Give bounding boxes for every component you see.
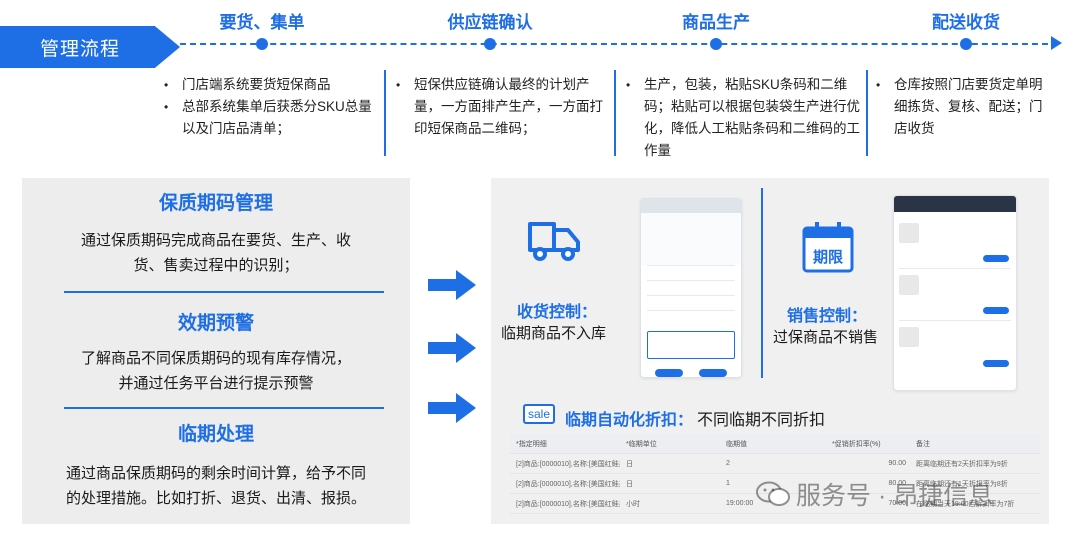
right-arrow-icon <box>428 333 476 363</box>
table-cell: 1 <box>726 480 730 487</box>
timeline-arrowhead <box>1051 36 1062 50</box>
table-row[interactable]: [2]商品:[0000010],名称:[美国红鲑果]... 小时 19:00:0… <box>510 494 1040 514</box>
table-cell: [2]商品:[0000010],名称:[美国红鲑果]... <box>516 480 620 488</box>
discount-table: *指定明细 *临期单位 临期值 *促销折扣率(%) 备注 [2]商品:[0000… <box>510 434 1040 514</box>
section-text: 的处理措施。比如打折、退货、出清、报损。 <box>65 490 366 507</box>
table-header-row: *指定明细 *临期单位 临期值 *促销折扣率(%) 备注 <box>510 434 1040 454</box>
flow-label: 管理流程 <box>0 26 180 68</box>
stage-dot <box>710 38 722 50</box>
timeline <box>180 43 1058 45</box>
watermark: 服务号 · 昂捷信息 <box>756 476 993 512</box>
calendar-icon-text: 期限 <box>813 248 843 266</box>
stage-divider <box>614 70 616 156</box>
receiving-app-screenshot <box>640 198 742 378</box>
stage-title-production: 商品生产 <box>682 13 750 32</box>
truck-icon <box>528 222 580 261</box>
left-panel: 保质期码管理 通过保质期码完成商品在要货、生产、收 货、售卖过程中的识别； 效期… <box>22 178 410 524</box>
stage-divider <box>866 70 868 156</box>
right-panel: 收货控制： 临期商品不入库 期限 销售控制： 过保商品不销售 <box>491 178 1049 524</box>
table-header-cell: *促销折扣率(%) <box>832 440 881 448</box>
table-cell: 距离临期还有2天折扣率为9折 <box>916 460 1008 468</box>
stage-title-order: 要货、集单 <box>219 13 305 32</box>
section-text: 通过保质期码完成商品在要货、生产、收 <box>80 232 351 249</box>
stage-desc-delivery: 仓库按照门店要货定单明细拣货、复核、配送；门店收货 <box>872 74 1052 140</box>
table-cell: 19:00:00 <box>726 500 754 507</box>
table-cell: [2]商品:[0000010],名称:[美国红鲑果]... <box>516 460 620 468</box>
table-cell: 小时 <box>626 500 640 508</box>
panel-divider <box>761 188 763 378</box>
receiving-control-label: 收货控制： <box>517 304 598 321</box>
sales-control-label: 销售控制： <box>787 308 868 325</box>
table-header-cell: 备注 <box>916 440 930 448</box>
table-cell: 在临期当天19:00后折扣率为7折 <box>916 500 1015 508</box>
watermark-text: 服务号 · 昂捷信息 <box>796 482 994 510</box>
table-cell: 80.00 <box>888 480 906 487</box>
table-cell: 距离临期还有1天折扣率为8折 <box>916 480 1008 488</box>
stage-dot <box>960 38 972 50</box>
calendar-icon: 期限 <box>802 222 854 273</box>
stage-dot <box>256 38 268 50</box>
section-divider <box>64 291 384 293</box>
table-header-cell: *指定明细 <box>516 440 547 448</box>
wechat-icon <box>756 481 790 506</box>
sales-control-text: 过保商品不销售 <box>773 329 879 346</box>
section-text: 货、售卖过程中的识别； <box>133 257 299 274</box>
stage-divider <box>384 70 386 156</box>
section-divider <box>64 407 384 409</box>
stage-desc-item: 门店端系统要货短保商品 <box>160 74 385 96</box>
table-cell: 2 <box>726 460 730 467</box>
table-cell: 90.00 <box>888 460 906 467</box>
stage-desc-supply: 短保供应链确认最终的计划产量，一方面排产生产，一方面打印短保商品二维码； <box>392 74 614 140</box>
sales-app-screenshot <box>893 195 1017 391</box>
right-arrow-icon <box>428 270 476 300</box>
section-title-shelf-life-code: 保质期码管理 <box>158 193 273 214</box>
right-arrow-icon <box>428 393 476 423</box>
table-header-cell: 临期值 <box>726 440 747 448</box>
discount-text: 不同临期不同折扣 <box>697 412 826 429</box>
table-cell: [2]商品:[0000010],名称:[美国红鲑果]... <box>516 500 620 508</box>
table-cell: 70.00 <box>888 500 906 507</box>
stage-title-delivery: 配送收货 <box>932 13 1000 32</box>
receiving-control-text: 临期商品不入库 <box>501 325 607 342</box>
section-text: 了解商品不同保质期码的现有库存情况， <box>80 350 351 367</box>
section-text: 通过商品保质期码的剩余时间计算，给予不同 <box>65 465 366 482</box>
section-title-near-expiry: 临期处理 <box>177 424 254 445</box>
table-row[interactable]: [2]商品:[0000010],名称:[美国红鲑果]... 日 2 90.00 … <box>510 454 1040 474</box>
stage-desc-item: 总部系统集单后获悉分SKU总量以及门店品清单； <box>160 96 385 140</box>
stage-desc-production: 生产，包装，粘贴SKU条码和二维码；粘贴可以根据包装袋生产进行优化，降低人工粘贴… <box>622 74 860 162</box>
stage-desc-item: 短保供应链确认最终的计划产量，一方面排产生产，一方面打印短保商品二维码； <box>392 74 614 140</box>
stage-desc-order: 门店端系统要货短保商品 总部系统集单后获悉分SKU总量以及门店品清单； <box>160 74 385 140</box>
sale-tag-icon: sale <box>523 404 555 424</box>
stage-dot <box>484 38 496 50</box>
section-title-expiry-warning: 效期预警 <box>177 313 254 334</box>
stage-desc-item: 生产，包装，粘贴SKU条码和二维码；粘贴可以根据包装袋生产进行优化，降低人工粘贴… <box>622 74 860 162</box>
table-header-cell: *临期单位 <box>626 440 657 448</box>
table-cell: 日 <box>626 480 633 488</box>
section-text: 并通过任务平台进行提示预警 <box>118 375 314 392</box>
discount-label: 临期自动化折扣： <box>565 412 694 429</box>
stage-title-supply: 供应链确认 <box>447 13 533 32</box>
stage-desc-item: 仓库按照门店要货定单明细拣货、复核、配送；门店收货 <box>872 74 1052 140</box>
table-cell: 日 <box>626 460 633 468</box>
